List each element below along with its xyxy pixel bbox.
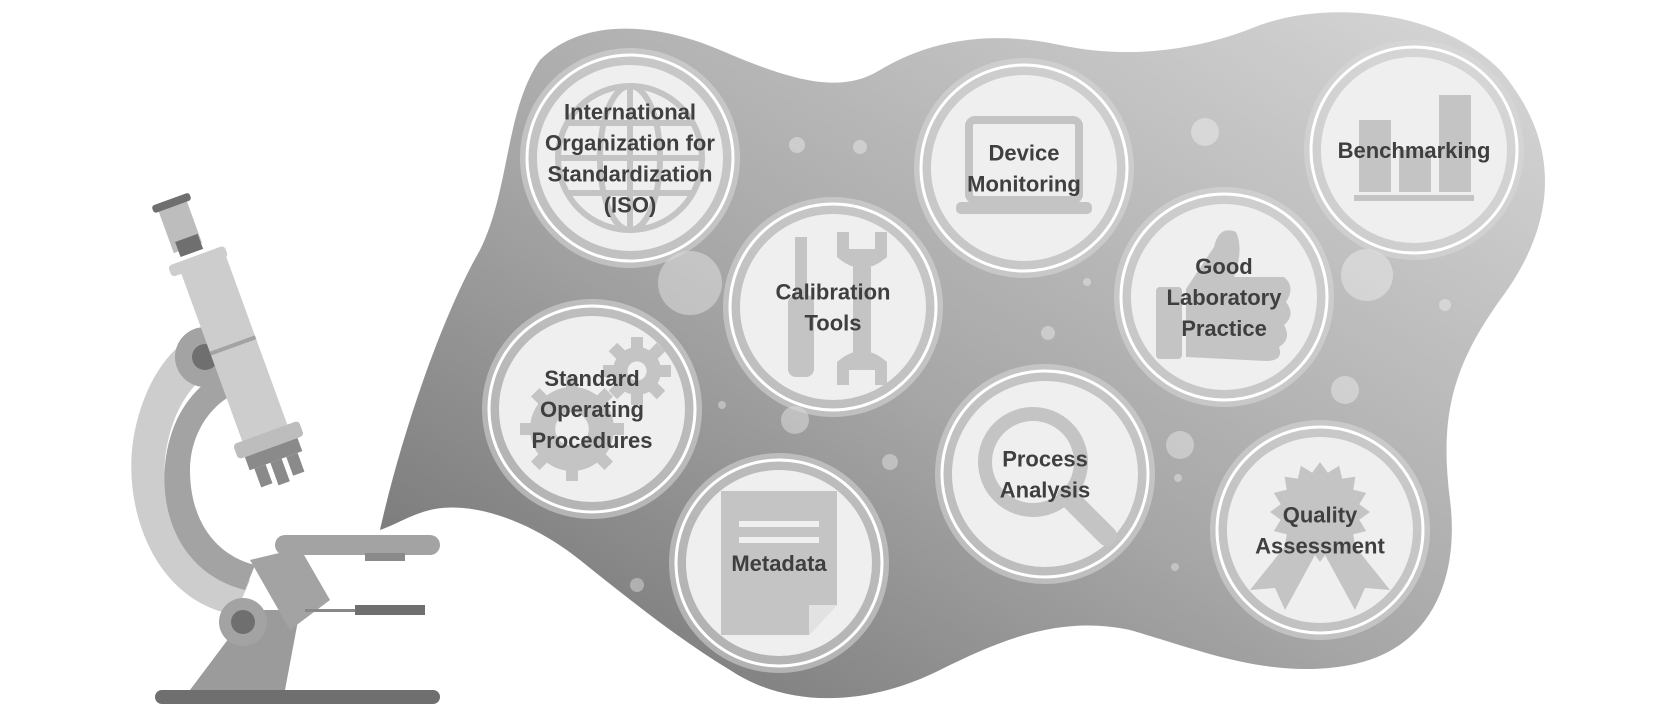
node-ring (919, 63, 1129, 273)
node-ring (1215, 425, 1425, 635)
gears-icon (520, 337, 671, 481)
node-label-line: Process (1002, 447, 1088, 472)
node-ring (487, 304, 697, 514)
node-ring (1309, 45, 1519, 255)
document-icon (721, 491, 837, 635)
award-ribbon-icon (1250, 462, 1390, 610)
node-label-line: Analysis (1000, 478, 1091, 503)
node-benchmarking: Benchmarking (1304, 40, 1524, 260)
node-label-line: Organization for (545, 131, 715, 156)
node-label: Metadata (731, 551, 827, 576)
node-ring (728, 202, 938, 412)
node-label-line: Benchmarking (1338, 138, 1491, 163)
node-label-line: Metadata (731, 551, 827, 576)
node-label-line: Monitoring (967, 172, 1081, 197)
wrench-screwdriver-icon (788, 232, 887, 385)
thumbs-up-icon (1156, 230, 1291, 361)
node-ring (525, 53, 735, 263)
globe-icon (555, 83, 705, 233)
node-label-line: Device (989, 141, 1060, 166)
bar-chart-icon (1354, 95, 1474, 201)
node-label-line: Standardization (547, 162, 712, 187)
magnifier-icon (978, 407, 1117, 546)
node-label-line: Practice (1181, 316, 1267, 341)
node-metadata: Metadata (669, 453, 889, 673)
node-label-line: Operating (540, 397, 644, 422)
node-label-line: International (564, 100, 696, 125)
node-disc (931, 75, 1117, 261)
node-label-line: Good (1195, 254, 1252, 279)
node-ring (674, 458, 884, 668)
node-label-line: (ISO) (604, 193, 657, 218)
node-label-line: Procedures (531, 428, 652, 453)
node-label-line: Calibration (776, 280, 891, 305)
node-label-line: Quality (1283, 503, 1358, 528)
node-ring (1119, 192, 1329, 402)
node-label-line: Tools (804, 311, 861, 336)
node-label-line: Standard (544, 366, 639, 391)
laptop-icon (956, 116, 1092, 214)
node-ring (940, 369, 1150, 579)
node-label-line: Assessment (1255, 534, 1385, 559)
node-label: Benchmarking (1338, 138, 1491, 163)
node-disc (740, 214, 926, 400)
node-label-line: Laboratory (1167, 285, 1283, 310)
microscope-icon (131, 193, 440, 704)
